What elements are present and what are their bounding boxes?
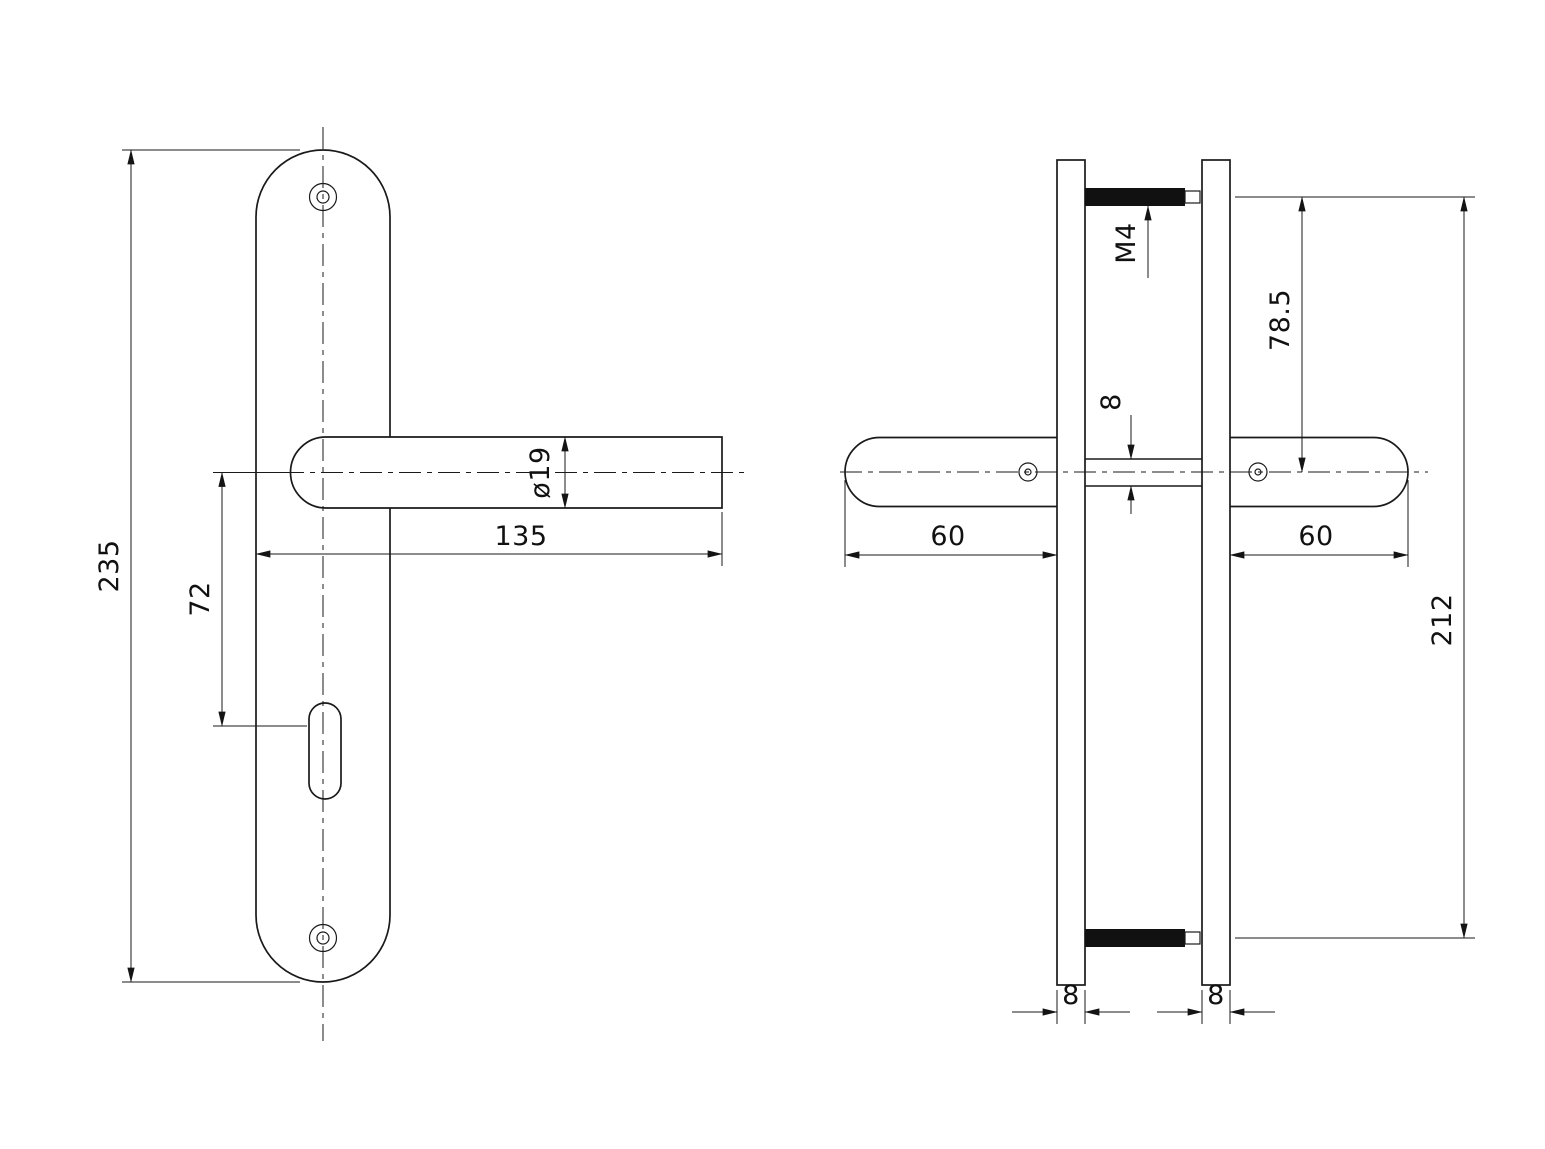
side-view: M4 8 78.5 212 60 60 xyxy=(840,159,1475,1024)
connecting-screw-bottom xyxy=(1085,929,1201,947)
dim-plate-height-label: 235 xyxy=(94,539,125,592)
dim-plate-right-thickness-label: 8 xyxy=(1207,980,1225,1011)
dim-axis-to-keyhole-label: 72 xyxy=(185,581,216,616)
dim-grip-right-label: 60 xyxy=(1298,521,1333,552)
dim-plate-left-thickness: 8 xyxy=(1012,980,1130,1024)
plate-right-profile xyxy=(1201,159,1231,986)
front-view: 235 72 135 ø19 xyxy=(94,127,747,1041)
plate-left-profile xyxy=(1056,159,1086,986)
dim-screw-spacing: 212 xyxy=(1235,196,1475,939)
dim-lever-length: 135 xyxy=(255,512,723,566)
screw-thread-body xyxy=(1085,188,1185,206)
dim-top-screw-to-axis: 78.5 xyxy=(1235,196,1475,473)
dim-grip-left-length: 60 xyxy=(844,480,1058,567)
dim-lever-diameter-label: ø19 xyxy=(525,446,556,498)
dim-axis-to-keyhole: 72 xyxy=(185,471,307,727)
screw-tip xyxy=(1184,190,1201,204)
dim-lever-length-label: 135 xyxy=(494,521,547,552)
dim-lever-diameter: ø19 xyxy=(525,436,569,509)
dim-plate-right-thickness: 8 xyxy=(1157,980,1275,1024)
dim-grip-right-length: 60 xyxy=(1229,480,1409,567)
dim-spindle-width-label: 8 xyxy=(1096,393,1127,411)
dim-grip-left-label: 60 xyxy=(930,521,965,552)
dim-plate-left-thickness-label: 8 xyxy=(1062,980,1080,1011)
dim-spindle-width: 8 xyxy=(1096,393,1135,514)
screw-hole-bottom-inner xyxy=(316,931,330,945)
dim-screw-thread-label: M4 xyxy=(1111,222,1142,263)
screw-tip xyxy=(1184,931,1201,945)
screw-thread-body xyxy=(1085,929,1185,947)
dim-screw-spacing-label: 212 xyxy=(1427,593,1458,646)
screw-hole-top-inner xyxy=(316,190,330,204)
dim-plate-height: 235 xyxy=(94,149,300,983)
dim-top-screw-to-axis-label: 78.5 xyxy=(1265,289,1296,351)
backplate-outline xyxy=(255,149,391,983)
connecting-screw-top xyxy=(1085,188,1201,206)
keyhole-slot xyxy=(308,702,342,800)
dim-screw-thread: M4 xyxy=(1111,205,1152,278)
